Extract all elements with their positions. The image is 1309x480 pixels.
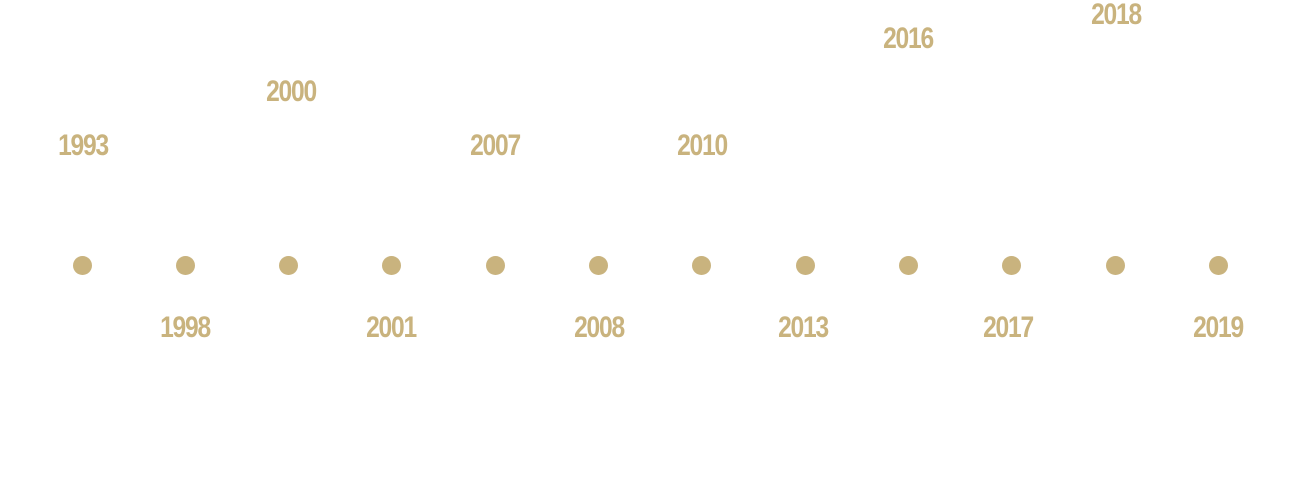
timeline-dot-2001[interactable] xyxy=(381,255,401,275)
year-label-2017[interactable]: 2017 xyxy=(983,311,1034,344)
timeline-dot-2016[interactable] xyxy=(898,255,918,275)
timeline-dot-2013[interactable] xyxy=(795,255,815,275)
timeline-dot-2010[interactable] xyxy=(691,255,711,275)
timeline-dot-2007[interactable] xyxy=(485,255,505,275)
timeline-dot-2000[interactable] xyxy=(278,255,298,275)
year-label-2019[interactable]: 2019 xyxy=(1193,311,1244,344)
year-label-1998[interactable]: 1998 xyxy=(160,311,211,344)
year-label-2001[interactable]: 2001 xyxy=(366,311,417,344)
timeline-dot-2008[interactable] xyxy=(588,255,608,275)
timeline-dot-2017[interactable] xyxy=(1001,255,1021,275)
timeline-dot-2018[interactable] xyxy=(1105,255,1125,275)
year-label-2000[interactable]: 2000 xyxy=(266,75,317,108)
year-label-2010[interactable]: 2010 xyxy=(677,129,728,162)
year-label-2007[interactable]: 2007 xyxy=(470,129,521,162)
timeline-dot-1998[interactable] xyxy=(175,255,195,275)
year-label-2016[interactable]: 2016 xyxy=(883,22,934,55)
year-label-2018[interactable]: 2018 xyxy=(1091,0,1142,31)
timeline-dot-2019[interactable] xyxy=(1208,255,1228,275)
timeline-dot-1993[interactable] xyxy=(72,255,92,275)
year-label-2008[interactable]: 2008 xyxy=(574,311,625,344)
year-label-2013[interactable]: 2013 xyxy=(778,311,829,344)
year-label-1993[interactable]: 1993 xyxy=(58,129,109,162)
